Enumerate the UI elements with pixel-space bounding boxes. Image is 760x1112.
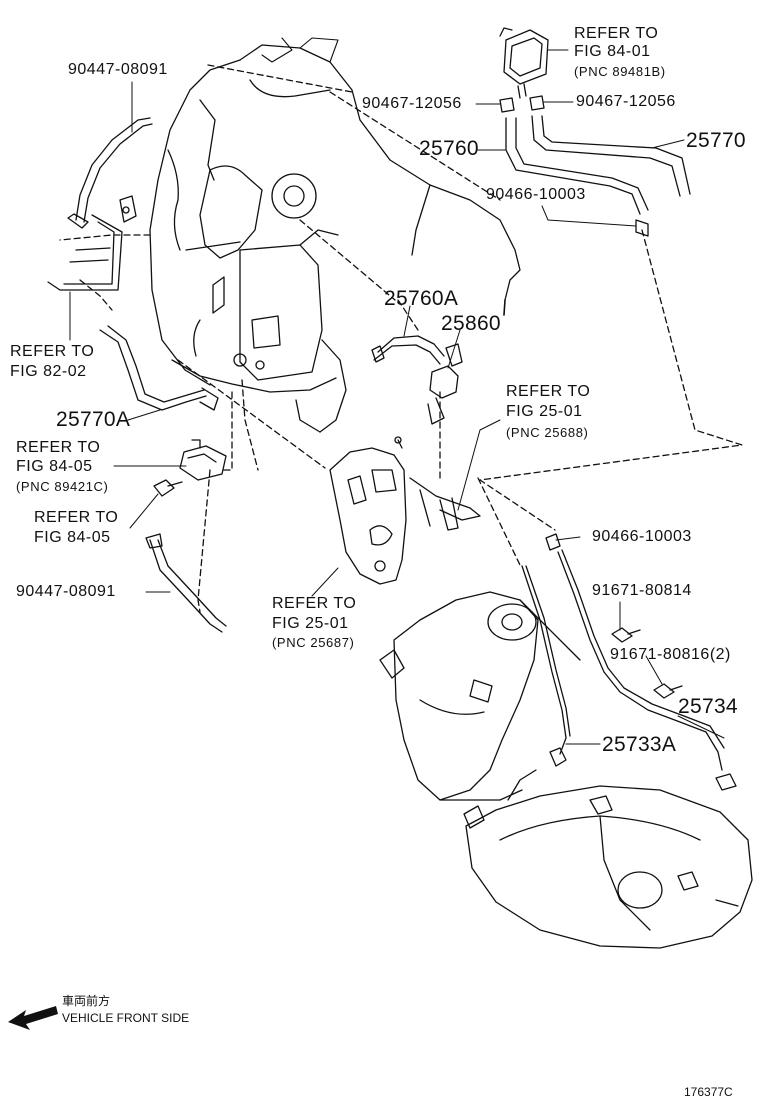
refer-to-label: REFER TO: [574, 25, 659, 42]
direction-label-japanese: 車両前方: [62, 994, 111, 1008]
direction-label-english: VEHICLE FRONT SIDE: [62, 1011, 190, 1025]
hose-90447-08091-lower: [145, 533, 227, 633]
figure-code: 176377C: [684, 1085, 733, 1099]
label-25733a: 25733A: [602, 733, 677, 756]
label-25734: 25734: [678, 695, 738, 718]
label-90447-08091-lower: 90447-08091: [16, 583, 116, 600]
label-90467-12056-left: 90467-12056: [362, 95, 462, 112]
label-90466-10003-lower: 90466-10003: [592, 528, 692, 545]
hose-25770: [531, 115, 691, 237]
refer-pnc-label: (PNC 25688): [506, 425, 589, 440]
sensor-89421c: [179, 439, 227, 481]
bracket-25688: [409, 477, 481, 531]
refer-pnc-label: (PNC 89481B): [574, 64, 666, 79]
label-90466-10003-upper: 90466-10003: [486, 186, 586, 203]
bracket-assembly-left: [47, 195, 137, 291]
clamp-90466-10003-lower: [545, 533, 561, 551]
refer-to-label: REFER TO: [16, 439, 101, 456]
refer-pnc-label: (PNC 89421C): [16, 479, 109, 494]
label-91671-80816: 91671-80816(2): [610, 646, 731, 663]
label-25760: 25760: [419, 137, 479, 160]
refer-fig-label: FIG 84-05: [16, 458, 93, 475]
bolt-fig-84-05: [153, 479, 183, 497]
label-90467-12056-right: 90467-12056: [576, 93, 676, 110]
refer-fig-label: FIG 84-01: [574, 43, 651, 60]
front-direction-arrow-icon: [8, 1006, 58, 1030]
refer-to-label: REFER TO: [10, 343, 95, 360]
oxygen-sensor-25733a: [521, 565, 571, 767]
bolt-91671-80816: [653, 683, 683, 699]
label-25760a: 25760A: [384, 287, 459, 310]
refer-fig-label: FIG 25-01: [272, 615, 349, 632]
label-91671-80814: 91671-80814: [592, 582, 692, 599]
pressure-sensor-89481b: [499, 27, 549, 99]
clamp-90467-12056-pair: [499, 95, 545, 113]
label-90447-08091-upper: 90447-08091: [68, 61, 168, 78]
hose-25760: [505, 117, 649, 215]
refer-fig-label: FIG 84-05: [34, 529, 111, 546]
catalytic-converter-front: [379, 591, 581, 801]
catalytic-converter-rear: [463, 769, 753, 949]
engine-block-illustration: [149, 37, 521, 433]
phantom-reference-lines: [59, 64, 743, 613]
leader-lines: [69, 49, 725, 745]
refer-fig-label: FIG 82-02: [10, 363, 87, 380]
label-25860: 25860: [441, 312, 501, 335]
refer-to-label: REFER TO: [272, 595, 357, 612]
oxygen-sensor-25734: [557, 549, 737, 791]
bracket-25687: [329, 436, 407, 585]
refer-to-label: REFER TO: [34, 509, 119, 526]
hose-90447-08091-upper: [67, 117, 153, 229]
hose-25770a: [99, 325, 219, 411]
vsv-valve-25860: [427, 343, 463, 425]
refer-fig-label: FIG 25-01: [506, 403, 583, 420]
label-25770: 25770: [686, 129, 746, 152]
hose-25760a: [371, 335, 445, 365]
refer-to-label: REFER TO: [506, 383, 591, 400]
bolt-91671-80814: [611, 627, 641, 643]
refer-pnc-label: (PNC 25687): [272, 635, 355, 650]
label-25770a: 25770A: [56, 408, 131, 431]
